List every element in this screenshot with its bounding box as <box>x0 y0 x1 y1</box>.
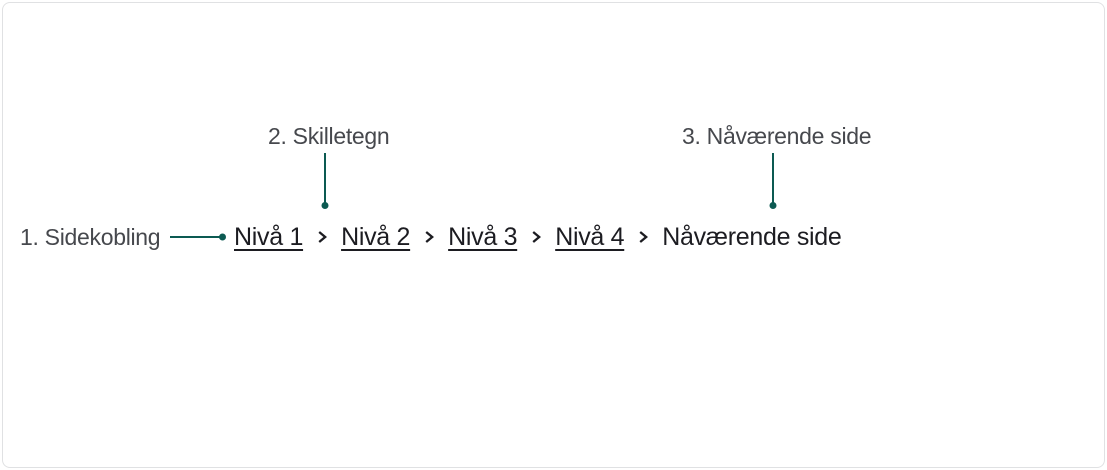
breadcrumb-link-niva-4[interactable]: Nivå 4 <box>555 222 625 251</box>
breadcrumb-link-niva-1[interactable]: Nivå 1 <box>234 222 304 251</box>
annotation-label-navaerende-side: 3. Nåværende side <box>682 123 872 149</box>
annotation-label-sidekobling: 1. Sidekobling <box>20 224 161 250</box>
connector-dot <box>219 233 226 241</box>
chevron-right-icon <box>318 231 328 243</box>
chevron-right-icon <box>639 231 649 243</box>
connector-dot <box>769 202 777 209</box>
connector-dot <box>321 202 329 209</box>
breadcrumb-link-niva-2[interactable]: Nivå 2 <box>341 222 411 251</box>
breadcrumb-current-page: Nåværende side <box>662 222 842 251</box>
chevron-right-icon <box>425 231 435 243</box>
annotation-label-skilletegn: 2. Skilletegn <box>268 123 390 149</box>
connector-line-skilletegn <box>321 153 329 209</box>
breadcrumb-link-niva-3[interactable]: Nivå 3 <box>448 222 518 251</box>
breadcrumb: Nivå 1 Nivå 2 Nivå 3 Nivå 4 Nåværende si… <box>234 222 842 252</box>
connector-line-sidekobling <box>170 233 226 241</box>
chevron-right-icon <box>532 231 542 243</box>
connector-line-navaerende-side <box>769 153 777 209</box>
